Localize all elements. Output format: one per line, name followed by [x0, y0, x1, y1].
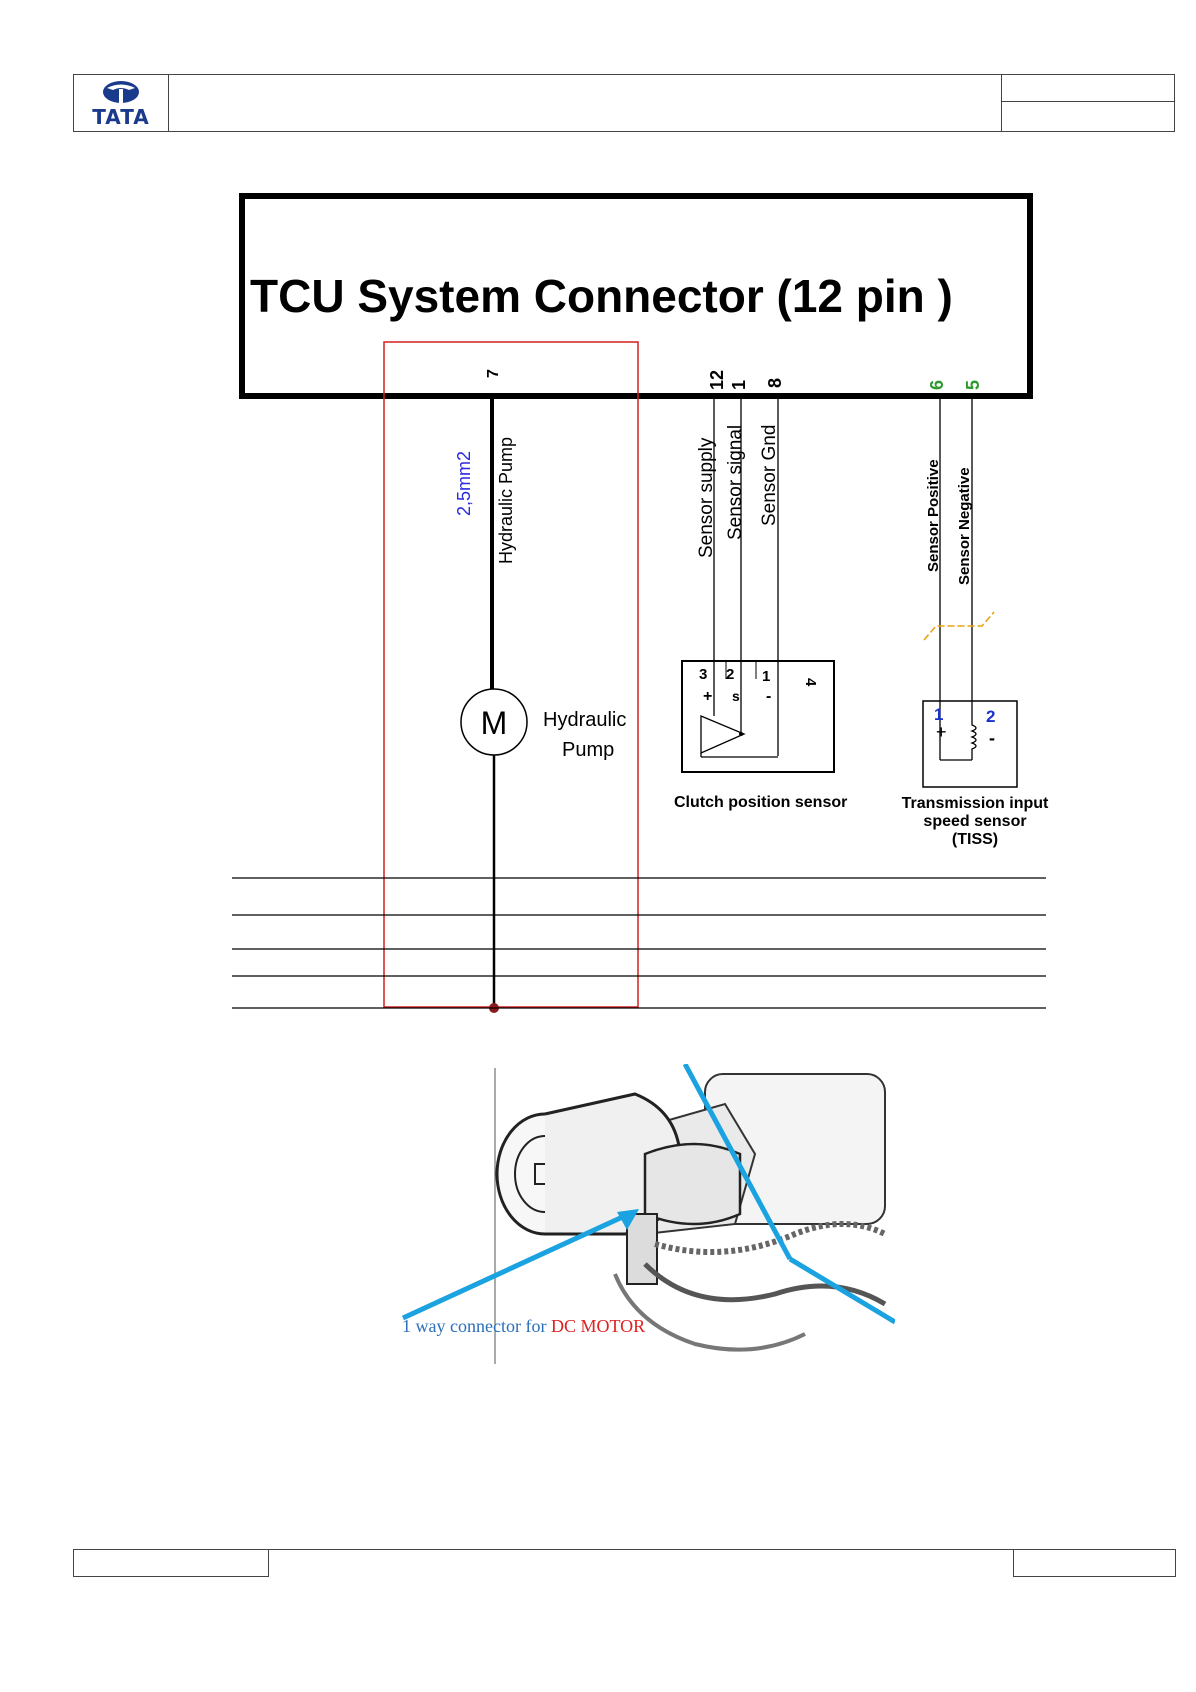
clutch-terminal-1: 1: [762, 668, 770, 685]
tiss-terminal-1: 1: [934, 705, 943, 724]
wire-size-label: 2,5mm2: [454, 451, 474, 516]
harness-pointer-line: [682, 1064, 793, 1261]
clutch-mark-signal: s: [732, 688, 740, 704]
harness-pointer-tail: [788, 1256, 895, 1325]
amplifier-symbol: [700, 715, 746, 754]
wiring-harness: [643, 1262, 887, 1307]
corrugated-harness: [654, 1221, 887, 1255]
tiss-box: [922, 700, 1018, 788]
clutch-mark-minus: -: [766, 688, 771, 705]
photo-caption-prefix: 1 way connector for: [402, 1316, 551, 1336]
footer-divider: [269, 1549, 1013, 1550]
tata-logo-icon: [103, 81, 139, 103]
pump-photo-illustration: [401, 1064, 895, 1364]
pump-wire-label: Hydraulic Pump: [496, 437, 516, 564]
pump-circuit-highlight: [383, 341, 639, 1008]
clutch-terminal-3: 3: [699, 666, 707, 683]
clutch-terminal-4: 4: [802, 678, 819, 687]
pin-7-label: 7: [485, 369, 502, 378]
tiss-terminal-2: 2: [986, 707, 995, 726]
page-header: TATA: [73, 74, 1175, 132]
header-info-divider: [1002, 101, 1174, 102]
pin-6-label: 6: [927, 380, 947, 390]
connector-pointer-arrowhead: [617, 1209, 639, 1230]
sensor-gnd-label: Sensor Gnd: [759, 425, 780, 526]
sensor-signal-label: Sensor signal: [725, 425, 746, 540]
tiss-caption-line2: speed sensor: [923, 813, 1026, 830]
header-info-cell: [1001, 75, 1174, 131]
clutch-mark-plus: +: [703, 688, 712, 705]
photo-caption-highlight: DC MOTOR: [550, 1316, 646, 1336]
footer-left-cell: [73, 1549, 269, 1577]
coil-icon: [970, 712, 977, 760]
motor-label-line1: Hydraulic: [543, 709, 626, 731]
clutch-sensor-caption: Clutch position sensor: [674, 794, 847, 811]
motor-label-line2: Pump: [562, 739, 614, 761]
lower-harness: [613, 1273, 806, 1352]
pump-body: [643, 1142, 742, 1226]
diagram-title: TCU System Connector (12 pin ): [250, 270, 953, 322]
sensor-positive-label: Sensor Positive: [925, 459, 942, 572]
sensor-supply-label: Sensor supply: [696, 437, 717, 558]
pin-8-label: 8: [765, 378, 785, 388]
logo-text: TATA: [92, 105, 150, 129]
connector-box: [239, 193, 1033, 399]
pin-1-label: 1: [729, 380, 749, 390]
shield-symbol: [923, 611, 995, 641]
clutch-terminal-2: 2: [726, 666, 734, 683]
connector-pointer-arrow: [401, 1211, 631, 1321]
pin-5-label: 5: [963, 380, 983, 390]
pin-12-label: 12: [707, 370, 727, 390]
photo-caption: 1 way connector for DC MOTOR: [402, 1316, 645, 1337]
tiss-caption-line3: (TISS): [952, 831, 998, 848]
logo-cell: TATA: [74, 75, 169, 131]
footer-right-cell: [1013, 1549, 1176, 1577]
tiss-mark-plus: +: [936, 722, 947, 742]
sensor-negative-label: Sensor Negative: [956, 467, 973, 585]
motor-symbol-letter: M: [481, 705, 508, 741]
tiss-caption-line1: Transmission input: [902, 795, 1049, 812]
clutch-sensor-box: [681, 660, 835, 773]
signal-node: [739, 732, 743, 736]
tiss-mark-minus: -: [989, 728, 995, 748]
